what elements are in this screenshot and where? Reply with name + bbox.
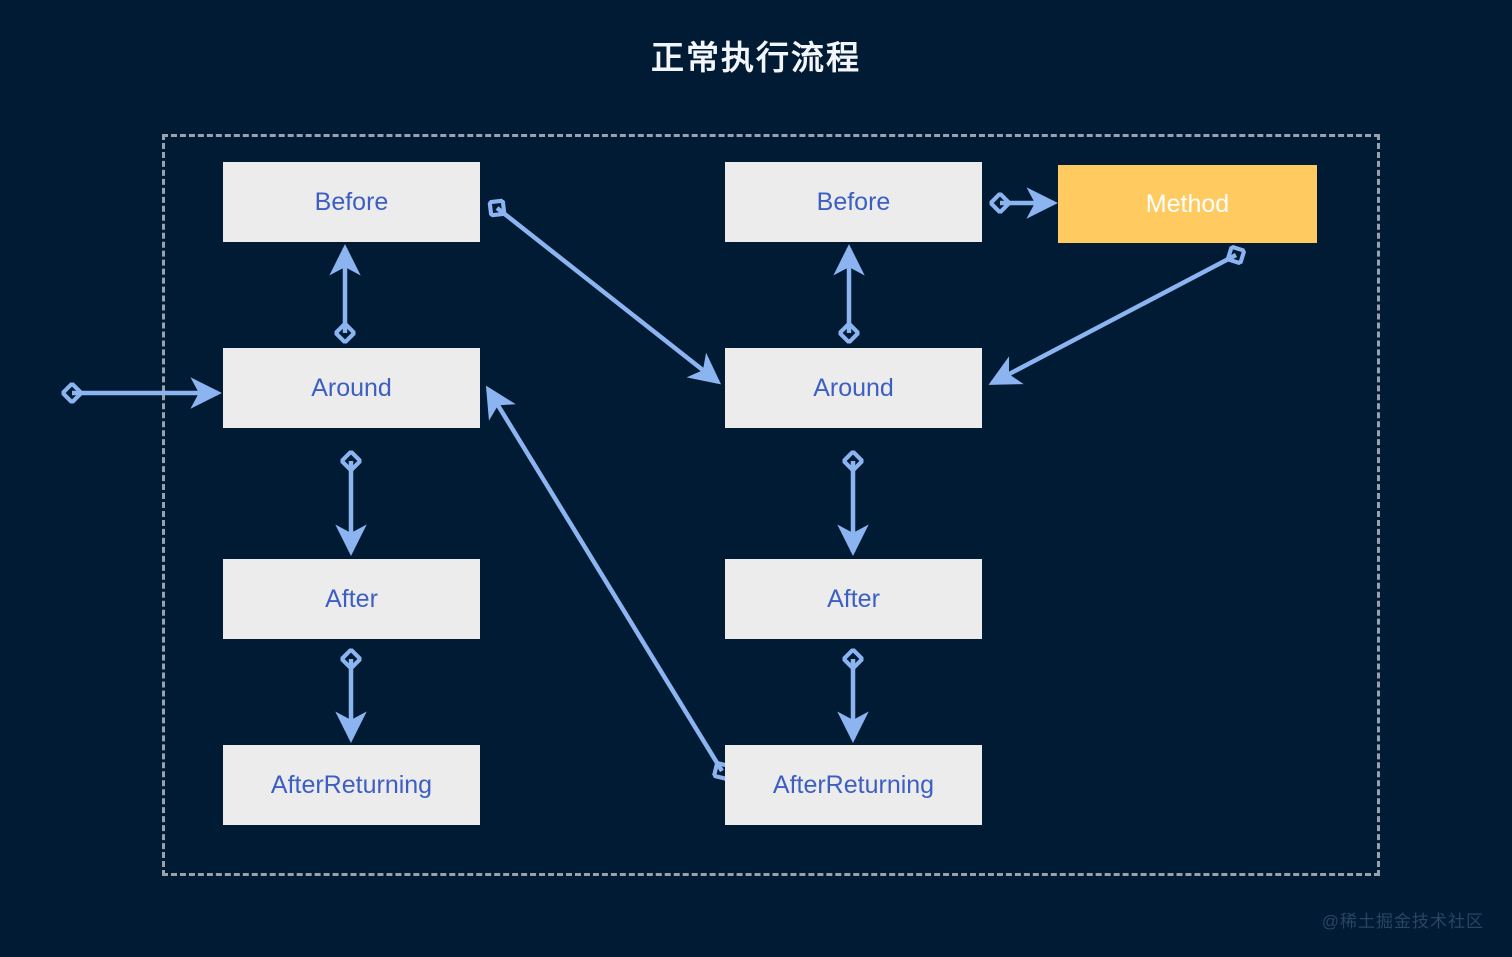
node-label: Before <box>816 188 891 216</box>
node-label: Around <box>813 374 894 402</box>
watermark: @稀土掘金技术社区 <box>1321 912 1484 931</box>
node-label: Before <box>314 188 389 216</box>
node-around-1[interactable]: Around <box>223 348 480 428</box>
node-afterreturning-1[interactable]: AfterReturning <box>223 745 480 825</box>
node-label: Around <box>311 374 392 402</box>
node-label: AfterReturning <box>270 771 433 799</box>
node-around-2[interactable]: Around <box>725 348 982 428</box>
node-label: Method <box>1145 190 1230 218</box>
node-label: After <box>827 585 880 613</box>
node-before-1[interactable]: Before <box>223 162 480 242</box>
node-label: After <box>325 585 378 613</box>
node-label: AfterReturning <box>772 771 935 799</box>
node-after-1[interactable]: After <box>223 559 480 639</box>
aspect-boundary-container <box>162 134 1380 876</box>
node-method[interactable]: Method <box>1058 165 1317 243</box>
page-title: 正常执行流程 <box>651 39 861 76</box>
node-afterreturning-2[interactable]: AfterReturning <box>725 745 982 825</box>
node-before-2[interactable]: Before <box>725 162 982 242</box>
node-after-2[interactable]: After <box>725 559 982 639</box>
